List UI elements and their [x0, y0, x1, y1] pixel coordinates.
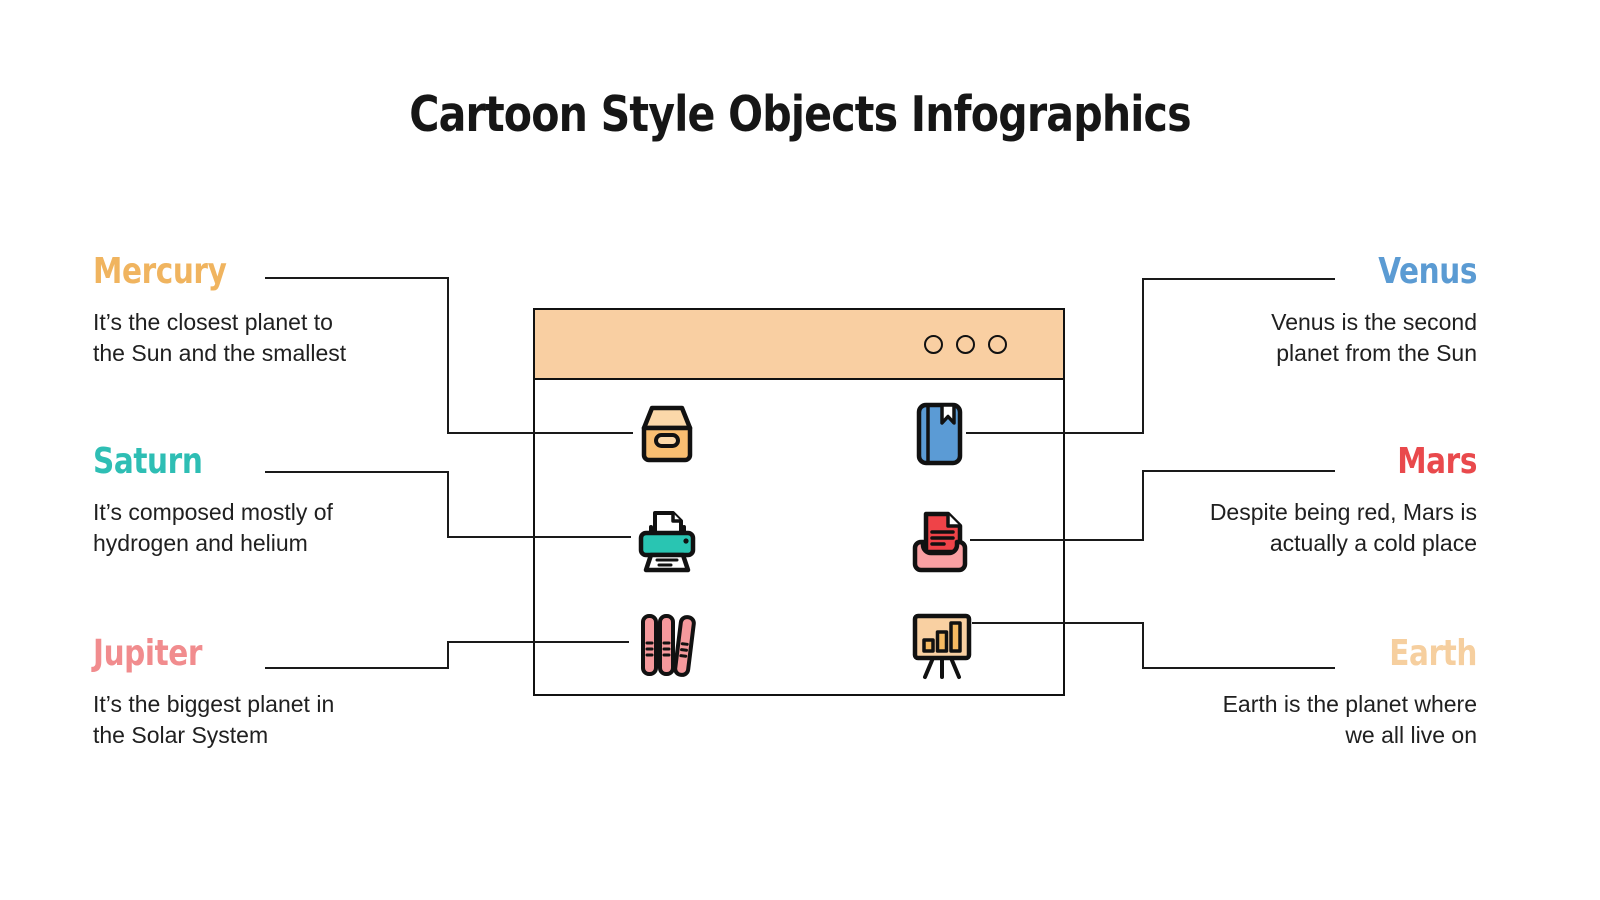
item-venus-description: Venus is the second planet from the Sun: [1271, 308, 1477, 366]
printer-icon: [631, 504, 703, 576]
item-jupiter-label: Jupiter: [93, 633, 203, 674]
item-jupiter: Jupiter It’s the biggest planet in the S…: [93, 634, 433, 751]
item-jupiter-description: It’s the biggest planet in the Solar Sys…: [93, 690, 335, 748]
item-venus-label: Venus: [1378, 251, 1477, 292]
item-mercury-description: It’s the closest planet to the Sun and t…: [93, 308, 347, 366]
browser-window: [533, 308, 1065, 696]
item-mars: Mars Despite being red, Mars is actually…: [1137, 441, 1478, 559]
item-saturn: Saturn It’s composed mostly of hydrogen …: [93, 442, 433, 559]
browser-window-header: [535, 310, 1063, 380]
item-saturn-label: Saturn: [93, 441, 203, 482]
item-earth-label: Earth: [1389, 633, 1477, 674]
book-icon: [903, 398, 975, 470]
item-earth: Earth Earth is the planet where we all l…: [1137, 633, 1478, 751]
item-mercury-label: Mercury: [93, 251, 227, 292]
item-mars-label: Mars: [1397, 441, 1477, 482]
binders-icon: [630, 609, 702, 681]
window-circle-icon: [924, 335, 943, 354]
inbox-document-icon: [904, 504, 976, 576]
item-mars-description: Despite being red, Mars is actually a co…: [1209, 498, 1477, 556]
item-saturn-description: It’s composed mostly of hydrogen and hel…: [93, 498, 333, 556]
page-title: Cartoon Style Objects Infographics: [409, 86, 1191, 143]
window-circle-icon: [956, 335, 975, 354]
item-venus: Venus Venus is the second planet from th…: [1137, 252, 1477, 369]
item-earth-description: Earth is the planet where we all live on: [1222, 690, 1477, 748]
presentation-chart-icon: [906, 608, 978, 680]
window-circle-icon: [988, 335, 1007, 354]
item-mercury: Mercury It’s the closest planet to the S…: [93, 252, 433, 369]
archive-box-icon: [631, 398, 703, 470]
window-buttons: [924, 335, 1007, 354]
